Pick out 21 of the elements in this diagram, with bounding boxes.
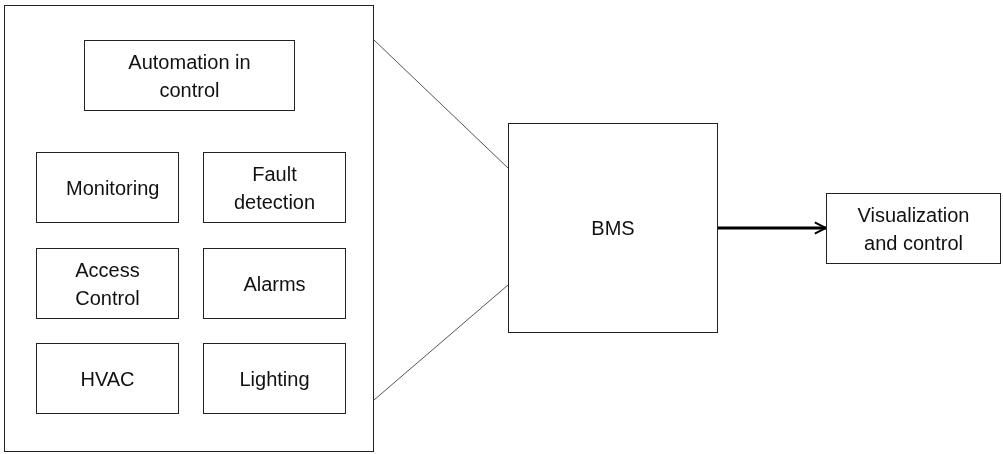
node-label: Automation in control bbox=[127, 49, 252, 103]
connector-line bbox=[373, 39, 509, 169]
arrow bbox=[718, 221, 827, 235]
process-box bbox=[826, 193, 1001, 264]
node-label: Lighting bbox=[238, 366, 311, 392]
node-label: Access Control bbox=[74, 257, 141, 311]
group-box bbox=[4, 5, 374, 452]
process-box bbox=[36, 152, 179, 223]
node-label: BMS bbox=[590, 216, 636, 241]
node-label: Visualization and control bbox=[856, 202, 971, 256]
process-box bbox=[203, 248, 346, 319]
process-box bbox=[84, 40, 295, 111]
node-label: Fault detection bbox=[232, 161, 317, 215]
node-label: Alarms bbox=[242, 271, 307, 297]
process-box bbox=[203, 343, 346, 414]
process-box bbox=[508, 123, 718, 333]
process-box bbox=[36, 343, 179, 414]
process-box bbox=[203, 152, 346, 223]
node-label: HVAC bbox=[79, 366, 136, 392]
process-box bbox=[36, 248, 179, 319]
connector-line bbox=[373, 284, 509, 401]
